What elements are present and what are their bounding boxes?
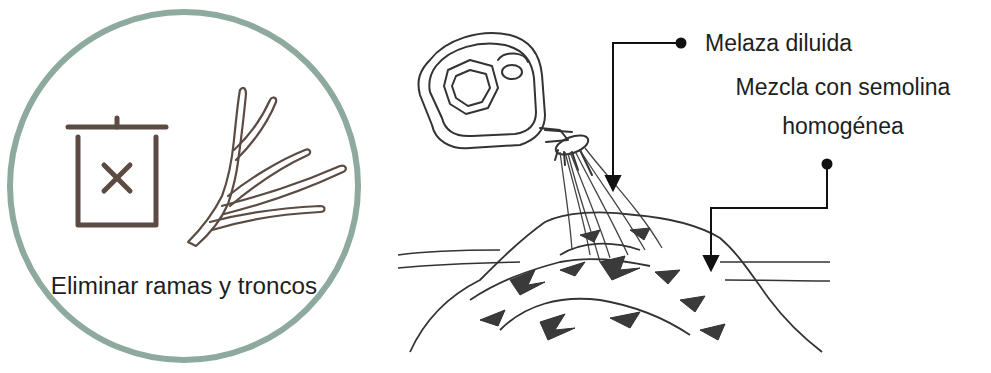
ground-lines (398, 250, 830, 281)
pile-texture (480, 228, 725, 340)
node-text: Eliminar ramas y troncos (49, 270, 319, 301)
water-streams (560, 148, 662, 262)
branch-icon (188, 88, 346, 246)
mix-pile (410, 212, 822, 352)
trash-icon (68, 118, 166, 225)
circle-node: Eliminar ramas y troncos (6, 8, 362, 364)
callout-label: Mezcla con semolina homogénea (700, 68, 986, 146)
callout-label: Melaza diluida (705, 24, 852, 63)
leader-lines (606, 39, 832, 271)
circle-outline (6, 8, 362, 364)
